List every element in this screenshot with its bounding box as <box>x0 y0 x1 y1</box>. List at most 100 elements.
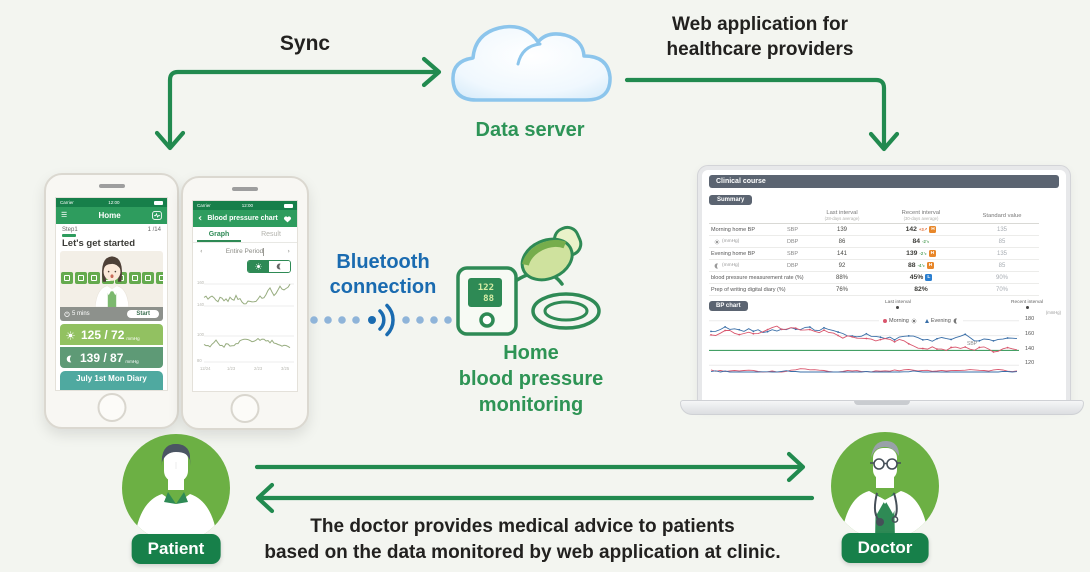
col-recent-interval: Recent interval(30-days average) <box>901 210 941 221</box>
bp-chart-tab[interactable]: BP chart <box>709 301 748 311</box>
high-badge: H <box>928 250 936 257</box>
period-label-wrap: Entire Period <box>203 247 288 256</box>
feature-icon[interactable] <box>74 271 87 284</box>
carrier-label: Carrier <box>60 200 74 205</box>
cuff-ring <box>531 292 601 330</box>
tab-graph[interactable]: Graph <box>193 227 245 242</box>
phone-home-button[interactable] <box>97 393 126 422</box>
table-header-row: Last interval(28-days average) Recent in… <box>709 209 1039 224</box>
last-interval-marker: Last interval <box>885 300 911 309</box>
col-standard-value: Standard value <box>982 212 1022 219</box>
hamburger-menu-icon[interactable]: ☰ <box>61 211 68 219</box>
signal-waves-icon <box>368 303 395 337</box>
feature-icon[interactable] <box>61 271 73 284</box>
phone-home-button[interactable] <box>230 394 260 423</box>
high-badge: H <box>929 226 937 233</box>
col-last-interval: Last interval(28-days average) <box>824 210 860 221</box>
sync-label: Sync <box>279 32 331 55</box>
low-badge: L <box>925 274 933 281</box>
step-page-count: 1 /14 <box>147 227 161 233</box>
clock-label: 12:00 <box>108 200 120 205</box>
monitor-display <box>468 278 502 307</box>
moon-icon <box>66 355 74 363</box>
phone2-header: ‹ Blood pressure chart <box>193 210 297 227</box>
tab-result[interactable]: Result <box>261 231 281 238</box>
toggle-morning[interactable] <box>248 261 269 272</box>
interval-dot <box>1025 306 1029 309</box>
bp-summary-card: 125 / 72 mmHg 139 / 87 mmHg <box>60 323 163 368</box>
feature-icon[interactable] <box>88 271 100 284</box>
get-started-headline: Let's get started <box>62 237 135 249</box>
moon-icon <box>953 318 959 324</box>
table-row: Morning home BP SBP 139 142 +3↗ H 135 <box>709 224 1039 236</box>
feature-icon[interactable] <box>142 271 154 284</box>
dbp-series <box>203 337 291 349</box>
data-server-label: Data server <box>475 119 585 141</box>
chart-tabs: Graph Result <box>193 227 297 243</box>
moon-icon <box>714 263 720 269</box>
arrowhead-down-to-laptop <box>868 131 900 152</box>
health-record-icon[interactable] <box>152 211 162 220</box>
recent-interval-marker: Recent interval <box>1011 300 1043 309</box>
diary-card: July 1st Mon Diary Enter <box>60 370 163 390</box>
period-selector: ‹ Entire Period › <box>193 243 297 259</box>
chart-legend: Morning Evening <box>879 317 963 325</box>
phone-speaker <box>98 184 125 188</box>
period-label[interactable]: Entire Period <box>225 247 264 255</box>
diary-title: July 1st Mon Diary <box>76 373 147 383</box>
summary-table: Last interval(28-days average) Recent in… <box>709 209 1039 296</box>
home-bp-monitoring-label: Home blood pressure monitoring <box>420 340 642 418</box>
table-row: (mmHg) DBP 92 88 -4↘ H 85 <box>709 260 1039 272</box>
phone-home-app: Carrier 12:00 ☰ Home Step1 1 /14 Let's g… <box>44 173 179 429</box>
phone1-title: Home <box>98 211 121 220</box>
bluetooth-signal-graphic <box>310 303 452 337</box>
web-application-label-line1: Web application for <box>672 14 848 35</box>
heart-share-icon[interactable] <box>283 215 292 223</box>
toggle-evening[interactable] <box>269 261 290 272</box>
legend-morning-marker <box>883 319 887 323</box>
advice-line1: The doctor provides medical advice to pa… <box>310 516 735 537</box>
mmhg-unit-label: (mmHg) <box>1045 310 1061 315</box>
legend-evening-marker <box>924 319 929 323</box>
sun-icon <box>66 331 75 340</box>
web-application-label-line2: healthcare providers <box>666 39 854 60</box>
back-icon[interactable]: ‹ <box>198 212 203 224</box>
legend-evening: Evening <box>924 318 959 324</box>
feature-icon[interactable] <box>155 271 163 284</box>
caption-line3: monitoring <box>478 394 584 416</box>
caption-line2: blood pressure <box>458 368 604 390</box>
summary-tab[interactable]: Summary <box>709 195 753 205</box>
guide-illustration <box>60 250 163 307</box>
chevron-down-icon <box>263 247 265 256</box>
bp-monitor-illustration: 122 88 <box>456 225 601 336</box>
next-period-icon[interactable]: › <box>287 247 290 255</box>
phone1-status-bar: Carrier 12:00 <box>56 198 167 207</box>
previous-period-icon[interactable]: ‹ <box>200 247 203 255</box>
cloud-to-laptop-line <box>624 77 887 149</box>
step-progress-bar <box>62 234 76 237</box>
clinical-course-titlebar: Clinical course <box>709 175 1059 188</box>
phone1-screen: Carrier 12:00 ☰ Home Step1 1 /14 Let's g… <box>55 197 168 391</box>
advice-line2: based on the data monitored by web appli… <box>264 542 781 563</box>
web-application-label: Web application for healthcare providers <box>625 12 895 62</box>
table-row: Prep of writing digital diary (%) 76% 82… <box>709 284 1039 296</box>
morning-evening-toggle <box>247 260 291 273</box>
diastolic-reading: 88 <box>483 294 494 304</box>
sbp-series <box>203 283 291 305</box>
patient-avatar <box>122 434 230 542</box>
doctor-avatar <box>831 432 939 540</box>
start-button[interactable]: Start <box>127 309 159 318</box>
y-tick: 160 <box>197 280 204 285</box>
phone2-status-bar: Carrier 12:00 <box>193 201 297 210</box>
arrowhead-left-to-patient <box>255 482 275 514</box>
x-tick: 2/23 <box>254 366 263 371</box>
timer-icon <box>64 311 70 317</box>
feature-icon[interactable] <box>128 271 141 284</box>
sync-arrow-line <box>167 69 439 150</box>
sun-icon <box>255 263 262 270</box>
time-toggle-row <box>193 259 297 274</box>
interval-dot <box>896 306 900 309</box>
morning-bp-unit: mmHg <box>126 335 140 341</box>
clock-label: 12:00 <box>241 203 254 208</box>
